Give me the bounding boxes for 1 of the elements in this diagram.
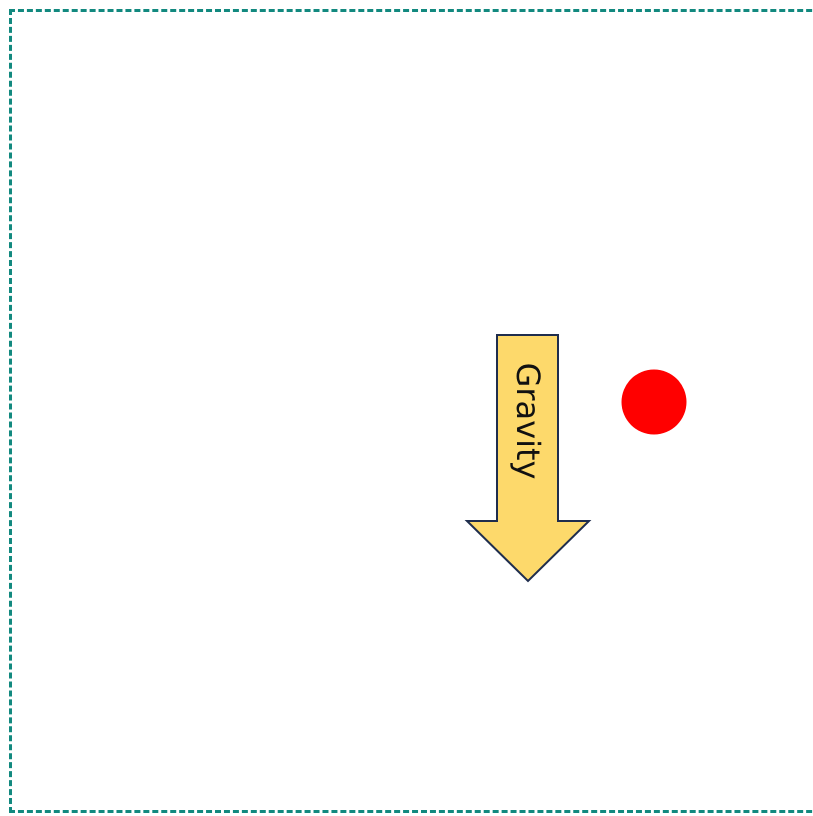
arrow-label: Gravity	[509, 362, 547, 480]
